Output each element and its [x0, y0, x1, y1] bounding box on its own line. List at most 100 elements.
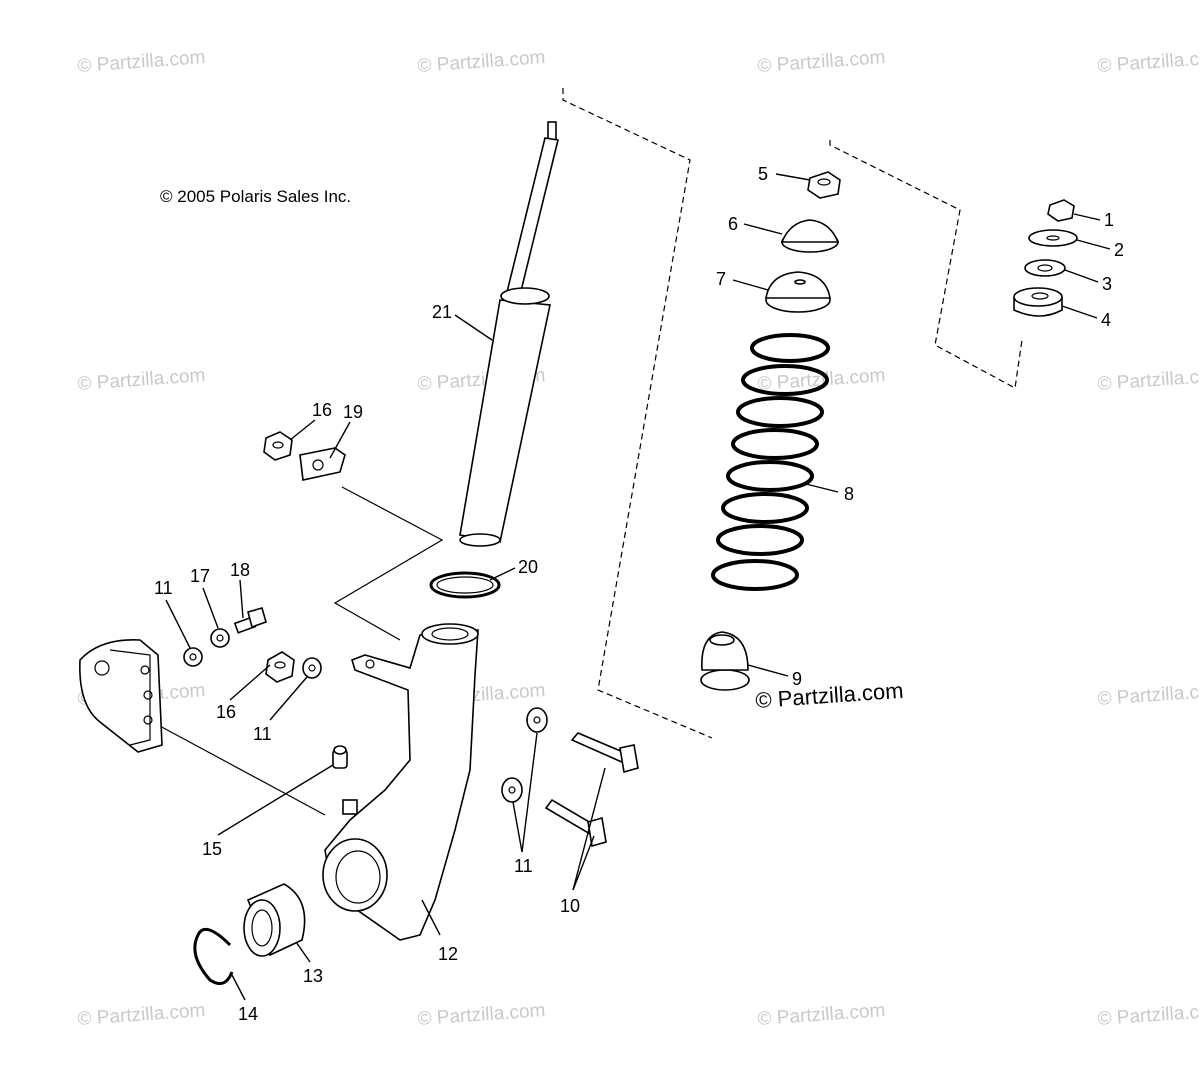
leader-12 — [421, 899, 441, 936]
washer-11-right-lower — [501, 777, 523, 803]
leader-16-mid — [229, 664, 271, 701]
shock-absorber — [459, 121, 559, 547]
retainer-cup — [780, 219, 840, 253]
callout-19: 19 — [343, 402, 363, 422]
leader-21 — [454, 314, 493, 341]
nut-16-top — [263, 431, 293, 461]
bushing-hole — [1031, 292, 1049, 300]
callout-16-top: 16 — [312, 400, 332, 420]
leader-4 — [1061, 305, 1098, 319]
shock-body-top — [500, 287, 550, 305]
callout-13: 13 — [303, 966, 323, 986]
nut-16-mid — [265, 651, 295, 683]
washer-11-left — [183, 647, 203, 667]
callout-21: 21 — [432, 302, 452, 322]
callout-15: 15 — [202, 839, 222, 859]
spring-seat-dome — [765, 271, 831, 299]
top-hardware-line — [829, 140, 1023, 389]
caliper-hole-3 — [143, 715, 153, 725]
callout-3: 3 — [1102, 274, 1112, 294]
o-ring-inner — [436, 576, 494, 594]
leader-15 — [217, 764, 334, 836]
bump-stop-base — [700, 669, 750, 691]
leader-19 — [329, 421, 351, 459]
knuckle-lug — [342, 799, 358, 815]
leader-1 — [1073, 213, 1101, 221]
spring-coil — [726, 460, 814, 492]
washer-small — [1024, 259, 1066, 277]
nut-16-top-hole — [272, 441, 284, 449]
callout-1: 1 — [1104, 210, 1114, 230]
spring-coil — [721, 492, 809, 524]
bolts-10 — [544, 732, 639, 848]
leader-8 — [805, 483, 839, 493]
spring-coil — [731, 428, 819, 460]
knuckle-spindle-bore — [322, 838, 388, 912]
retainer-cup-dome — [780, 219, 840, 243]
caliper-piston — [94, 660, 110, 676]
brake-caliper — [79, 639, 163, 753]
leader-5 — [775, 173, 811, 181]
spring-coil — [711, 559, 799, 591]
leader-7 — [732, 279, 769, 291]
caliper-bracket — [109, 649, 151, 746]
watermark-11: © Partzilla.com — [1097, 680, 1200, 710]
spring-coil — [741, 364, 829, 396]
leader-17 — [202, 587, 219, 629]
watermark-2: © Partzilla.com — [417, 47, 546, 77]
callout-8: 8 — [844, 484, 854, 504]
grease-fitting — [332, 745, 348, 769]
watermark-7: © Partzilla.com — [757, 365, 886, 395]
washer-11-right-upper-hole — [533, 716, 541, 724]
steering-knuckle — [322, 623, 479, 941]
watermark-12: © Partzilla.com — [77, 1000, 206, 1030]
knuckle-top-bore — [431, 627, 469, 641]
callout-14: 14 — [238, 1004, 258, 1024]
leader-11-right-b — [512, 801, 523, 853]
leader-18 — [239, 579, 244, 619]
spring-coil — [716, 524, 804, 556]
callout-7: 7 — [716, 269, 726, 289]
callout-20: 20 — [518, 557, 538, 577]
top-nut-hole — [817, 178, 831, 186]
top-nut — [807, 171, 841, 199]
wheel-bearing — [243, 883, 306, 957]
leader-11-left — [165, 599, 191, 649]
shock-body-bottom — [459, 533, 501, 547]
callout-9: 9 — [792, 669, 802, 689]
leader-9 — [747, 664, 789, 677]
leader-6 — [743, 223, 783, 235]
leader-14 — [231, 974, 246, 1001]
watermark-4: © Partzilla.com — [1097, 47, 1200, 77]
leader-3 — [1064, 269, 1099, 283]
clip-bracket-hole — [312, 459, 324, 471]
spring-coil — [736, 396, 824, 428]
leader-11-right-a — [521, 732, 538, 853]
watermark-14: © Partzilla.com — [757, 1000, 886, 1030]
copyright-notice: © 2005 Polaris Sales Inc. — [160, 187, 351, 206]
leader-10a — [572, 767, 606, 891]
shock-body — [459, 299, 551, 543]
watermark-5: © Partzilla.com — [77, 365, 206, 395]
leader-lines — [165, 173, 1111, 1001]
watermark-1: © Partzilla.com — [77, 47, 206, 77]
washer-11-right-upper — [526, 707, 548, 733]
washer-11-mid-hole — [308, 664, 316, 672]
caliper-hole-2 — [143, 690, 153, 700]
leader-20 — [489, 567, 516, 581]
washer-large — [1028, 229, 1078, 247]
shock-assembly-line — [562, 88, 713, 739]
bolt-10-upper-head — [619, 744, 639, 774]
leader-11-mid — [269, 676, 308, 721]
bolt-18 — [233, 607, 267, 634]
bolt-18-head — [247, 607, 267, 629]
washer-11-right-lower-hole — [508, 786, 516, 794]
coil-spring — [711, 333, 830, 591]
nut-16-mid-hole — [274, 661, 286, 669]
spring-seat — [765, 271, 831, 313]
callout-11-right: 11 — [514, 856, 533, 876]
watermark-prominent: © Partzilla.com — [755, 678, 905, 713]
caliper-to-knuckle-line — [157, 724, 326, 816]
callout-4: 4 — [1101, 310, 1111, 330]
